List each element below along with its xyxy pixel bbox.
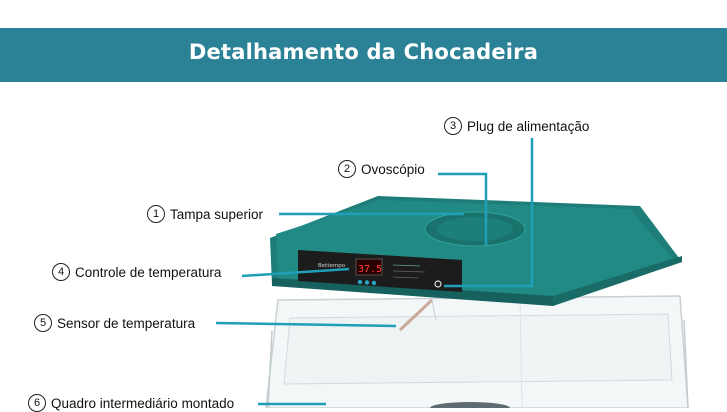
transparent-base [265, 295, 689, 408]
callout-label: Ovoscópio [361, 161, 425, 177]
leader-line-2 [438, 172, 488, 246]
leader-lines [215, 138, 534, 406]
callout-number: 3 [444, 117, 462, 135]
callout-number: 2 [338, 160, 356, 178]
callout-quadro-intermediario: 6 Quadro intermediário montado [28, 394, 234, 412]
callout-label: Quadro intermediário montado [51, 395, 235, 411]
callout-sensor-temperatura: 5 Sensor de temperatura [34, 314, 195, 332]
leader-line-4 [241, 267, 350, 278]
temperature-display: 37.5 [358, 264, 382, 275]
title-banner: Detalhamento da Chocadeira [0, 28, 727, 82]
callout-ovoscopio: 2 Ovoscópio [338, 160, 425, 178]
page-title: Detalhamento da Chocadeira [188, 40, 539, 64]
callout-label: Sensor de temperatura [57, 315, 196, 331]
callout-number: 5 [34, 314, 52, 332]
leader-line-5 [215, 321, 397, 328]
callout-tampa-superior: 1 Tampa superior [147, 205, 263, 223]
callout-number: 6 [28, 394, 46, 412]
callout-plug-alimentacao: 3 Plug de alimentação [444, 117, 589, 135]
callout-controle-temperatura: 4 Controle de temperatura [52, 263, 221, 281]
leader-line-3 [444, 138, 534, 288]
control-panel: 37.5 Bettempo [298, 250, 462, 292]
callout-label: Plug de alimentação [467, 118, 590, 134]
temperature-sensor [398, 298, 437, 332]
callout-number: 1 [147, 205, 165, 223]
callout-label: Tampa superior [170, 206, 264, 222]
callout-number: 4 [52, 263, 70, 281]
brand-label: Bettempo [318, 263, 346, 269]
callout-label: Controle de temperatura [75, 264, 222, 280]
lid [270, 196, 682, 306]
